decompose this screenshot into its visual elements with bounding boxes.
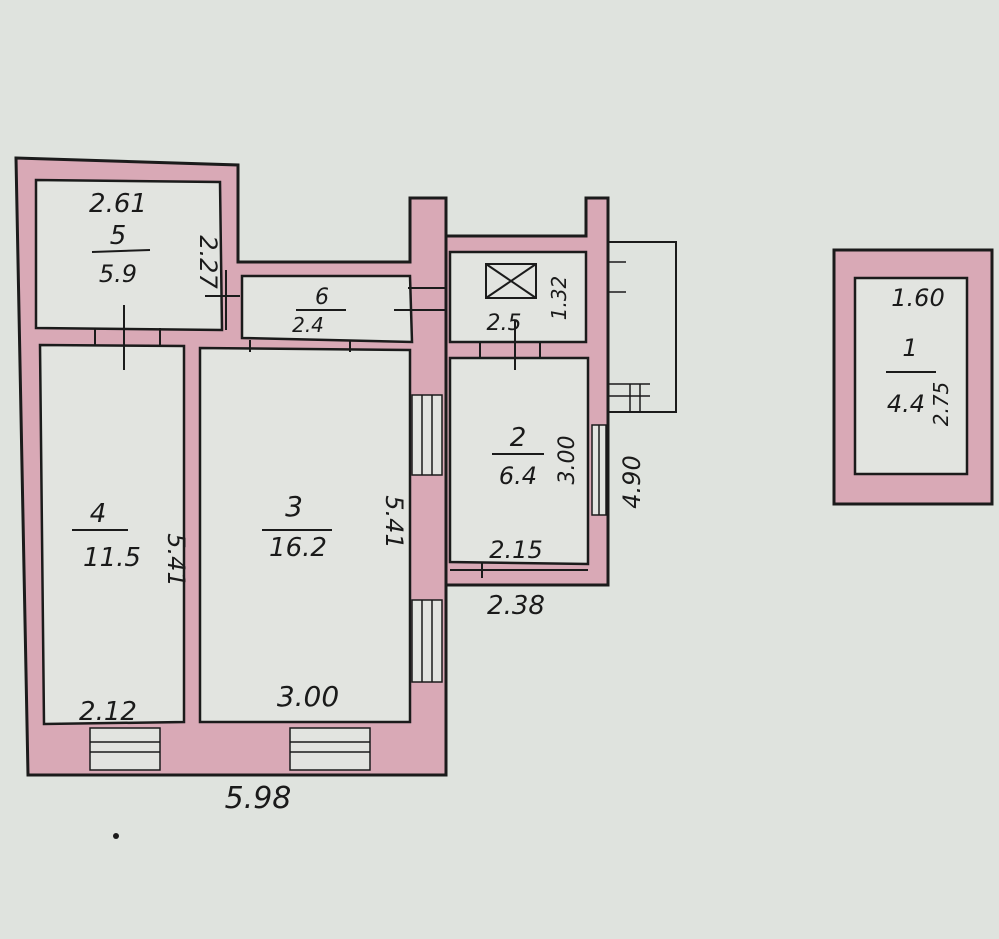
pen-dot bbox=[113, 833, 119, 839]
room-interiors bbox=[34, 178, 590, 726]
room-labels: 5 5.9 6 2.4 2.5 4 11.5 3 16.2 2 6.4 1 4.… bbox=[72, 221, 936, 573]
dim-2-27: 2.27 bbox=[194, 235, 222, 289]
room-3-area bbox=[198, 346, 412, 724]
dim-2-12: 2.12 bbox=[79, 697, 137, 727]
dim-5-98: 5.98 bbox=[225, 781, 292, 816]
dim-2-61: 2.61 bbox=[89, 189, 147, 219]
room-6-area-label: 2.4 bbox=[292, 313, 324, 337]
room-5-area-label: 5.9 bbox=[99, 260, 137, 288]
room-3-area-label: 16.2 bbox=[269, 533, 327, 563]
dim-3-00-room2: 3.00 bbox=[555, 436, 580, 485]
room-2-area-label: 6.4 bbox=[499, 462, 537, 490]
room-1-area-label: 4.4 bbox=[887, 390, 925, 418]
dim-1-32: 1.32 bbox=[547, 276, 571, 321]
room-3-number: 3 bbox=[285, 490, 303, 523]
dim-2-38: 2.38 bbox=[487, 591, 545, 621]
dim-1-60: 1.60 bbox=[891, 284, 944, 312]
dimension-labels: 2.61 2.27 1.32 3.00 4.90 2.15 2.38 5.41 … bbox=[79, 189, 953, 816]
storage-room bbox=[832, 248, 994, 506]
room-4-area bbox=[38, 343, 186, 726]
room-4-number: 4 bbox=[90, 499, 107, 529]
room-1-number: 1 bbox=[902, 334, 917, 362]
dim-5-41-room3: 5.41 bbox=[380, 495, 408, 548]
dim-4-90: 4.90 bbox=[618, 455, 646, 508]
room-5-number: 5 bbox=[110, 221, 127, 251]
room-1-area bbox=[853, 276, 969, 476]
dim-2-75: 2.75 bbox=[929, 382, 953, 427]
balcony-annex bbox=[608, 241, 677, 413]
room-6-number: 6 bbox=[315, 285, 329, 310]
room-5-area bbox=[34, 178, 224, 332]
room-4-area-label: 11.5 bbox=[83, 543, 141, 573]
dim-3-00-bottom: 3.00 bbox=[277, 680, 339, 713]
room-7-area-label: 2.5 bbox=[487, 311, 522, 336]
room-2-number: 2 bbox=[510, 423, 527, 453]
room-2-area bbox=[448, 356, 590, 566]
dim-2-15: 2.15 bbox=[489, 536, 542, 564]
dim-5-41-room4: 5.41 bbox=[162, 533, 190, 586]
openings bbox=[89, 263, 607, 771]
